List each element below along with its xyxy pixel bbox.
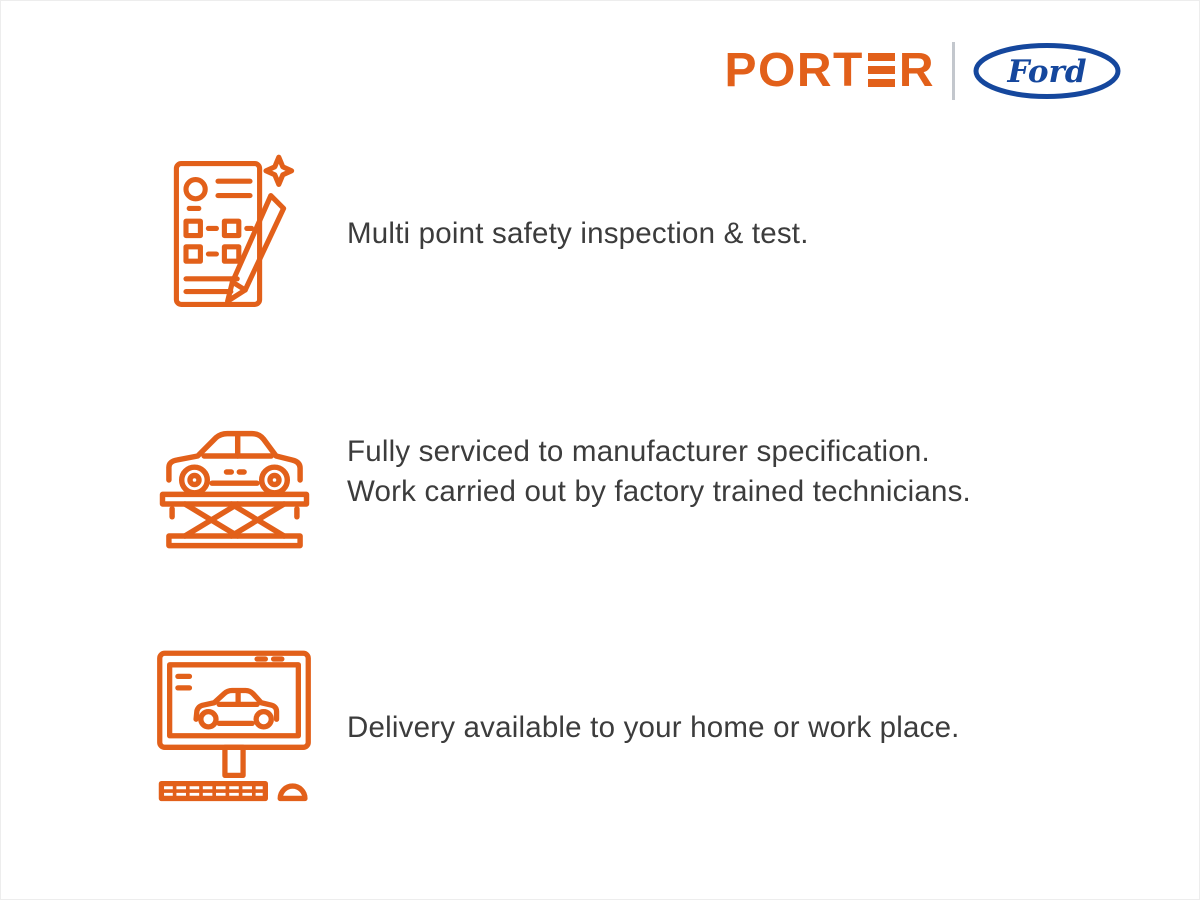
porter-logo-e-glyph xyxy=(867,53,895,87)
porter-logo: PORT R xyxy=(724,47,935,95)
feature-text-inspection: Multi point safety inspection & test. xyxy=(347,214,809,254)
porter-logo-text-after: R xyxy=(898,44,935,97)
logo-divider xyxy=(952,42,955,100)
feature-row-serviced: Fully serviced to manufacturer specifica… xyxy=(145,386,1150,558)
feature-text-serviced: Fully serviced to manufacturer specifica… xyxy=(347,432,971,512)
header: PORT R Ford xyxy=(724,42,1122,100)
feature-row-delivery: Delivery available to your home or work … xyxy=(145,640,1150,815)
feature-line: Delivery available to your home or work … xyxy=(347,710,960,744)
ford-logo-text: Ford xyxy=(1007,54,1087,90)
feature-line: Fully serviced to manufacturer specifica… xyxy=(347,435,930,468)
feature-line: Multi point safety inspection & test. xyxy=(347,217,809,250)
car-delivery-monitor-icon xyxy=(145,645,323,810)
car-scissor-lift-icon xyxy=(145,392,323,552)
porter-logo-text-before: PORT xyxy=(724,44,864,97)
inspection-checklist-icon xyxy=(145,154,323,314)
feature-row-inspection: Multi point safety inspection & test. xyxy=(145,150,1150,318)
feature-text-delivery: Delivery available to your home or work … xyxy=(347,708,960,748)
ford-logo-icon: Ford xyxy=(972,42,1122,100)
feature-line: Work carried out by factory trained tech… xyxy=(347,475,971,508)
